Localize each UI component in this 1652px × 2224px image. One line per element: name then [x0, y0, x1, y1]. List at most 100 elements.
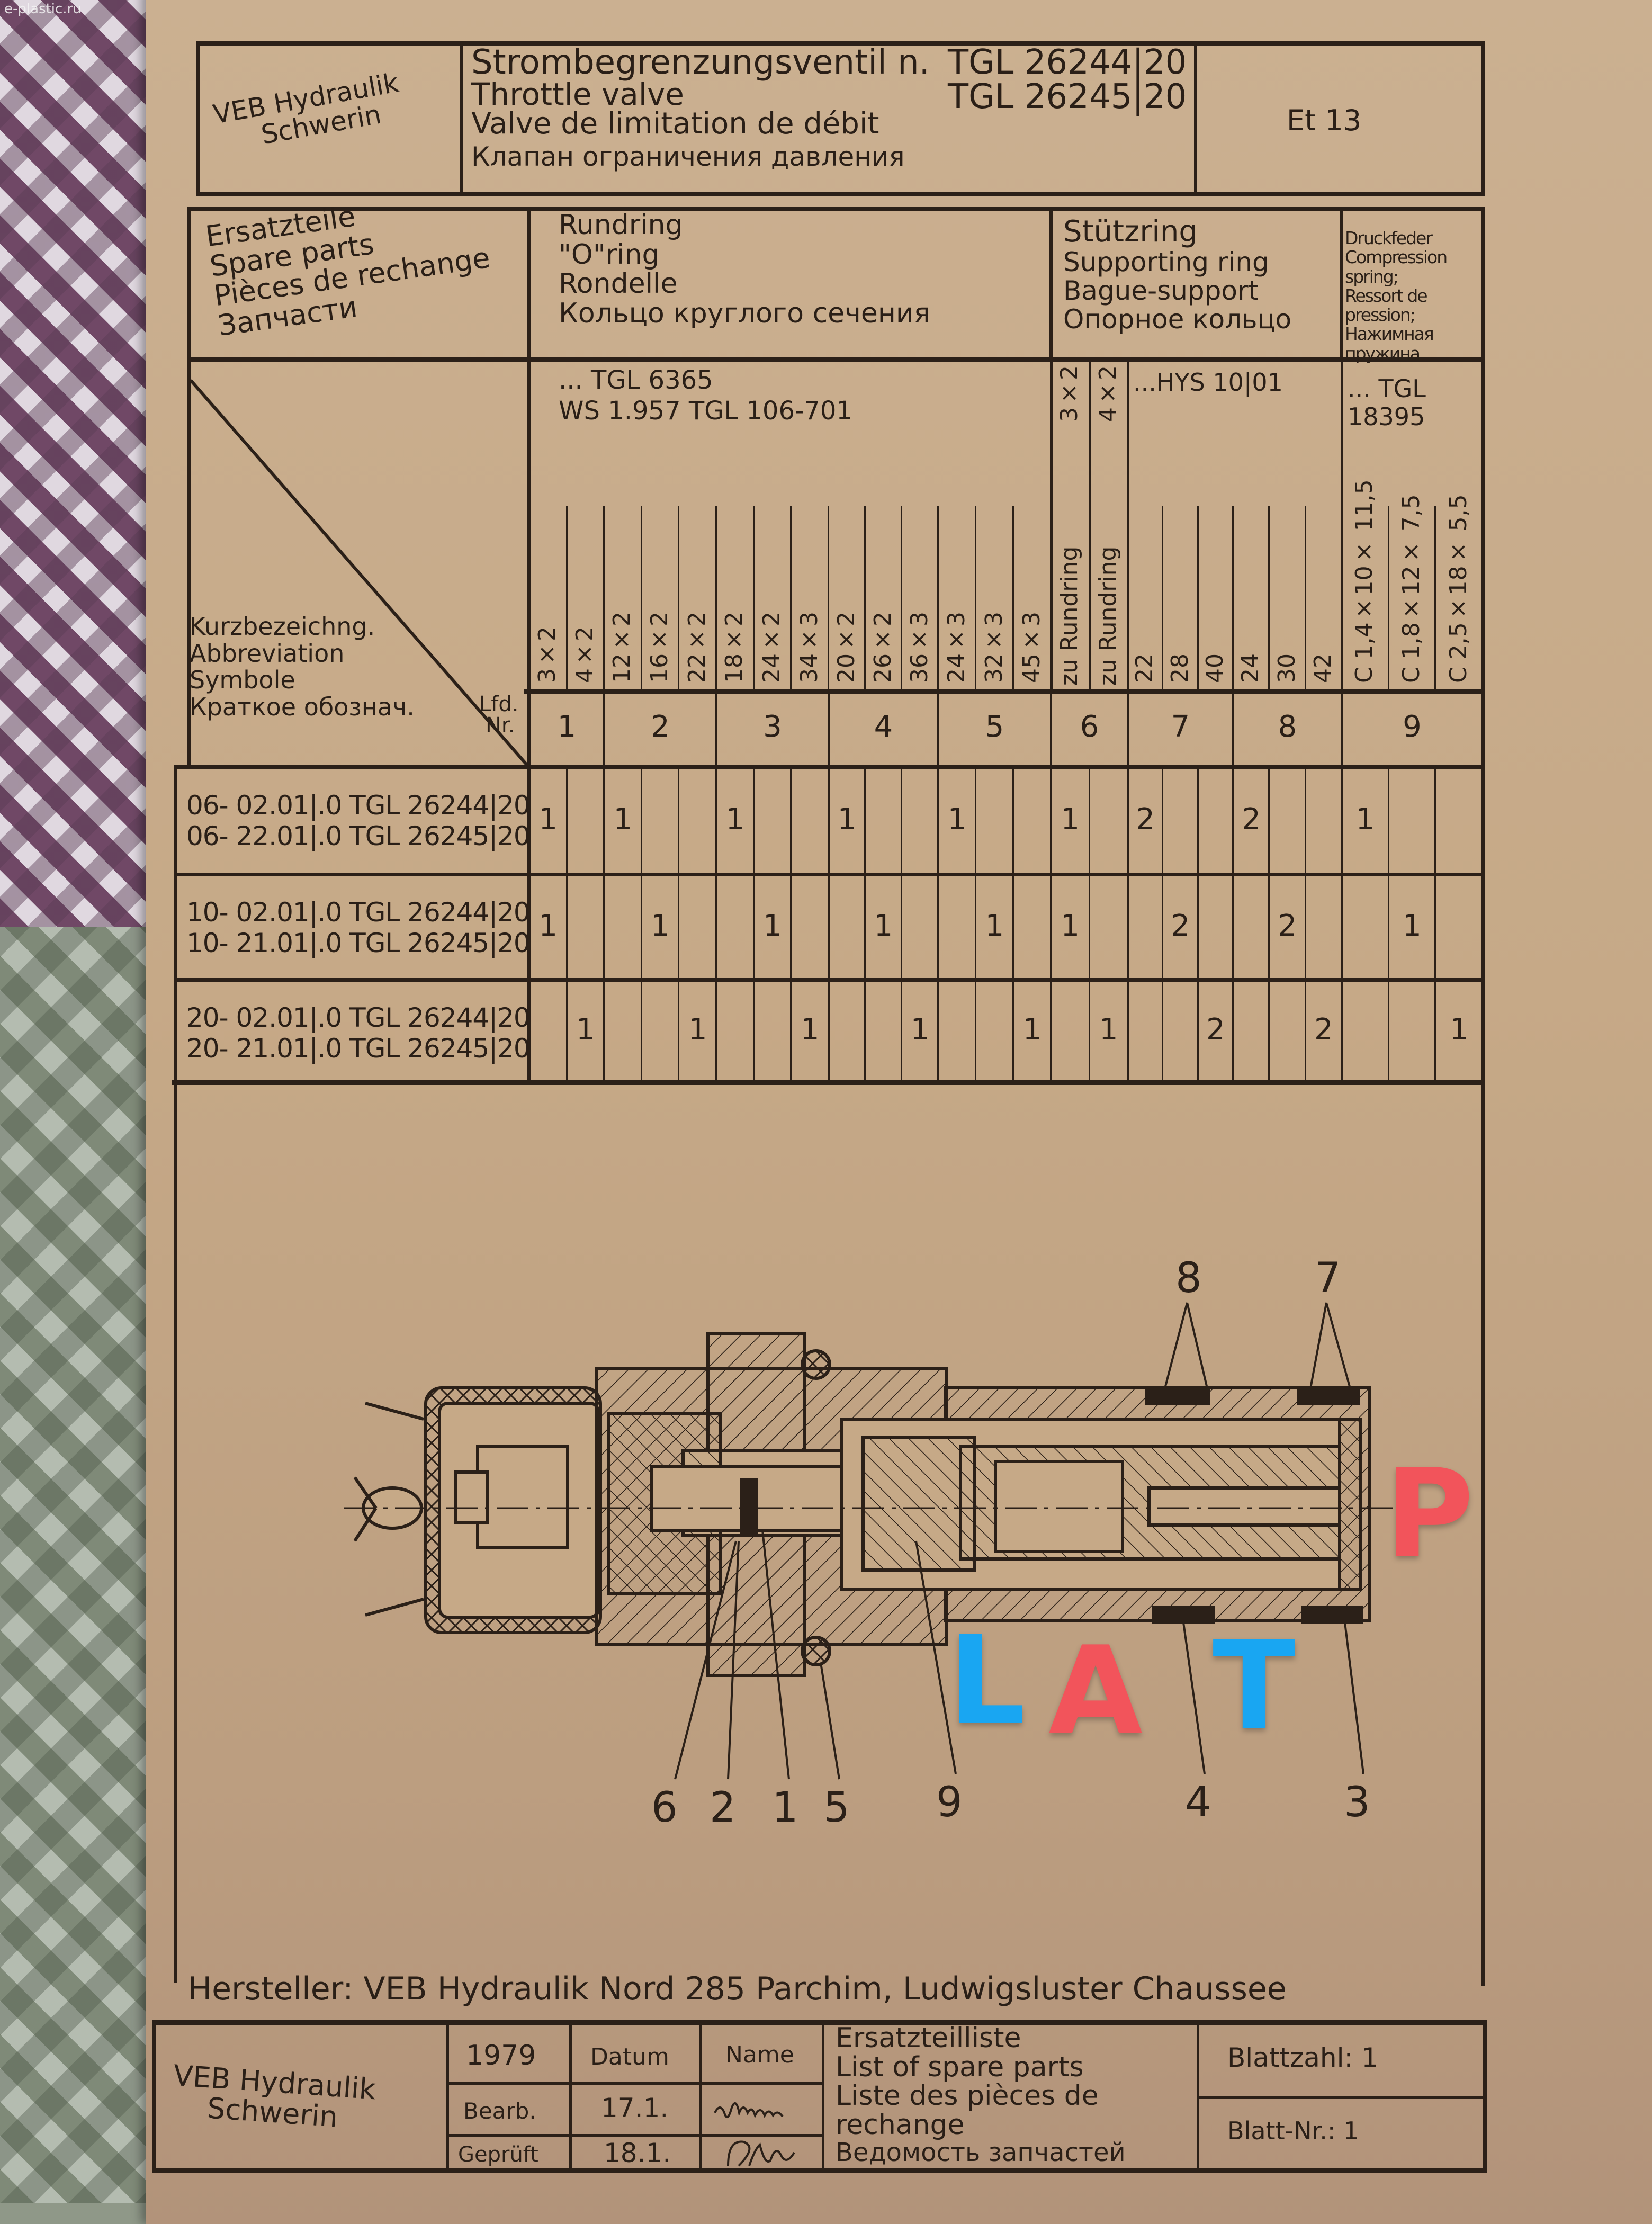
quantity-cell: 2 [1206, 1012, 1225, 1047]
column-divider [1050, 360, 1053, 691]
sheet-number: Blatt-Nr.: 1 [1227, 2117, 1359, 2145]
column-label: 24 [1237, 653, 1264, 683]
column-divider [1387, 506, 1389, 691]
callout-numbers: 8 7 6 2 1 5 9 4 3 [651, 1254, 1370, 1832]
item-number: 8 [1278, 710, 1297, 744]
spring-ru-2: пружина [1345, 343, 1421, 364]
group-divider [1050, 691, 1052, 768]
watermark: e-plastic.ru [4, 1, 82, 17]
spring-ru-1: Нажимная [1345, 324, 1434, 345]
group-divider [1341, 691, 1343, 768]
o-ring-standard-2: WS 1.957 TGL 106-701 [559, 396, 852, 426]
row-label-line: 20- 21.01|.0 TGL 26245|20 [186, 1033, 531, 1064]
group-divider [937, 691, 939, 768]
supporting-ring-de: Stützring [1063, 214, 1198, 249]
column-divider [1162, 506, 1164, 691]
fabric-background-top [0, 0, 169, 927]
o-ring-standard-1: ... TGL 6365 [559, 365, 713, 395]
quantity-cell: 1 [576, 1012, 595, 1047]
column-divider [603, 767, 605, 1083]
callout-2: 2 [710, 1784, 736, 1832]
item-number: 7 [1171, 710, 1190, 744]
quantity-cell: 1 [613, 802, 633, 837]
callout-leaders [674, 1302, 1364, 1780]
o-ring-heading: Rundring "O"ring Rondelle Кольцо круглог… [559, 210, 930, 329]
port-label-A: A [1048, 1621, 1143, 1762]
doc-title-de: Ersatzteilliste [836, 2022, 1021, 2054]
column-divider [1127, 360, 1129, 691]
column-label: 24×2 [758, 612, 785, 683]
column-divider [640, 767, 642, 1083]
column-divider [901, 506, 902, 691]
abbreviation-labels: Kurzbezeichng. Abbreviation Symbole Крат… [190, 613, 415, 720]
geprueft-label: Geprüft [458, 2142, 538, 2167]
column-divider [1304, 767, 1306, 1083]
doc-title-ru: Ведомость запчастей [836, 2138, 1126, 2168]
quantity-cell: 1 [1061, 908, 1080, 943]
quantity-cell: 2 [1242, 802, 1261, 837]
item-number: 6 [1080, 710, 1099, 744]
item-number: 4 [874, 710, 893, 744]
column-label: 16×2 [646, 612, 673, 683]
column-divider [828, 506, 829, 691]
callout-7: 7 [1315, 1254, 1341, 1302]
column-divider [1304, 506, 1306, 691]
column-label: 26×2 [869, 612, 896, 683]
group-divider [1232, 691, 1234, 768]
column-divider [1088, 360, 1091, 691]
quantity-cell: 2 [1278, 908, 1297, 943]
column-divider [1162, 767, 1164, 1083]
spring-standard-2: 18395 [1348, 402, 1425, 431]
item-number: 5 [985, 710, 1004, 744]
doc-title-en: List of spare parts [836, 2051, 1084, 2083]
column-label: C 2,5×18× 5,5 [1444, 494, 1472, 683]
column-label: 36×3 [905, 612, 933, 683]
column-label: 42 [1309, 653, 1336, 683]
spring-standard-1: ... TGL [1348, 374, 1426, 403]
column-divider [1012, 506, 1014, 691]
group-divider [1127, 691, 1129, 768]
port-label-T: T [1213, 1616, 1296, 1757]
row-label-line: 10- 21.01|.0 TGL 26245|20 [186, 927, 531, 958]
column-divider [565, 506, 568, 691]
footer-company: VEB Hydraulik Schwerin [170, 2059, 376, 2135]
valve-section-drawing: 8 7 6 2 1 5 9 4 3 [344, 1254, 1403, 1832]
callout-8: 8 [1175, 1254, 1202, 1302]
group-divider [603, 691, 605, 768]
item-number: 3 [763, 710, 782, 744]
geprueft-date: 18.1. [604, 2138, 671, 2168]
group-divider [715, 691, 717, 768]
title-fr: Valve de limitation de débit [471, 106, 879, 141]
abbreviation-fr: Symbole [190, 666, 295, 695]
port-label-L: L [948, 1610, 1026, 1752]
quantity-cell: 1 [800, 1012, 820, 1047]
abbreviation-en: Abbreviation [190, 639, 345, 668]
column-label: zu Rundring [1094, 546, 1121, 686]
quantity-cell: 1 [1403, 908, 1422, 943]
item-number: 2 [651, 710, 670, 744]
column-divider [1012, 767, 1014, 1083]
column-divider [715, 767, 717, 1083]
year: 1979 [466, 2040, 536, 2071]
column-label: C 1,4×10× 11,5 [1351, 479, 1378, 683]
column-divider [752, 506, 755, 691]
column-divider [1434, 767, 1436, 1083]
column-label: 22 [1131, 653, 1159, 683]
standard-1: TGL 26244|20 [948, 43, 1187, 82]
column-divider [937, 506, 939, 691]
column-label: 24×3 [942, 612, 970, 683]
column-divider [1232, 767, 1234, 1083]
nr-label: Nr. [486, 713, 515, 738]
spring-fr-1: Ressort de [1345, 285, 1428, 306]
callout-9: 9 [936, 1779, 963, 1826]
datum-label: Datum [590, 2043, 669, 2070]
spring-de: Druckfeder [1345, 228, 1433, 248]
column-divider [603, 506, 605, 691]
quantity-cell: 1 [910, 1012, 930, 1047]
item-number-label: Lfd. Nr. [479, 694, 518, 736]
spring-en-2: spring; [1345, 266, 1399, 287]
quantity-cell: 1 [651, 908, 670, 943]
column-label: 30 [1273, 653, 1300, 683]
